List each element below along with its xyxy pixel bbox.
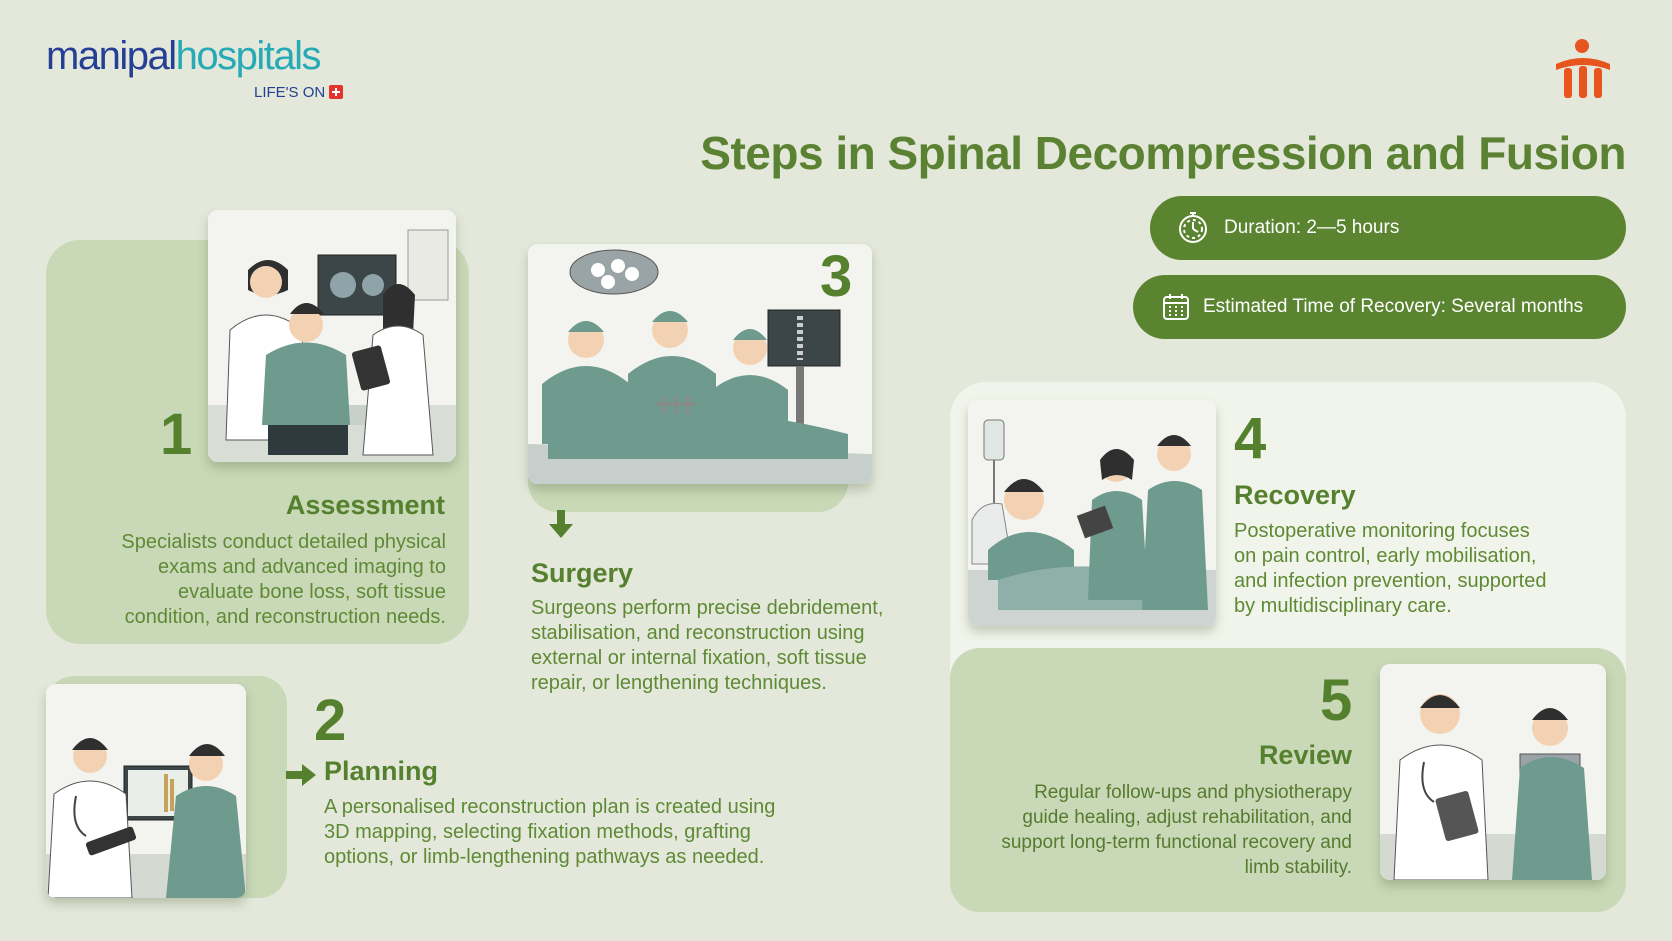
arrow-down-icon (549, 510, 573, 538)
arrow-right-icon (286, 764, 316, 786)
duration-badge: Duration: 2—5 hours (1150, 196, 1626, 260)
page-title: Steps in Spinal Decompression and Fusion (700, 127, 1626, 179)
planning-illustration (46, 684, 246, 898)
calendar-icon (1163, 294, 1189, 320)
step-3-description: Surgeons perform precise debridement, st… (531, 597, 884, 694)
logo-wordmark: manipalhospitals (46, 34, 321, 78)
recovery-time-text: Estimated Time of Recovery: Several mont… (1203, 296, 1584, 317)
step-4-description: Postoperative monitoring focuses on pain… (1234, 520, 1547, 617)
step-2-number: 2 (314, 688, 347, 753)
step-5-number: 5 (1320, 668, 1353, 733)
surgery-illustration (528, 244, 872, 484)
step-4-number: 4 (1234, 406, 1267, 471)
step-2-description: A personalised reconstruction plan is cr… (324, 796, 776, 868)
assessment-illustration (208, 210, 456, 462)
step-3-number: 3 (820, 244, 853, 309)
review-illustration (1380, 664, 1606, 880)
duration-text: Duration: 2—5 hours (1224, 217, 1400, 238)
step-4-title: Recovery (1234, 480, 1356, 510)
stopwatch-icon (1179, 212, 1207, 243)
step-1-description: Specialists conduct detailed physical ex… (121, 531, 446, 628)
step-1-title: Assessment (285, 490, 445, 520)
step-5-description: Regular follow-ups and physiotherapy gui… (1001, 782, 1352, 878)
recovery-illustration (968, 400, 1216, 626)
step-2-title: Planning (324, 756, 438, 786)
step-3-title: Surgery (531, 558, 634, 588)
recovery-time-badge: Estimated Time of Recovery: Several mont… (1133, 275, 1626, 339)
step-5-title: Review (1258, 740, 1352, 770)
step-1-number: 1 (160, 402, 193, 467)
manipal-logo: manipalhospitals LIFE'S ON (46, 34, 344, 101)
red-cross-icon (329, 85, 344, 99)
logo-tagline: LIFE'S ON (254, 84, 344, 101)
manipal-emblem-icon (1556, 39, 1610, 98)
